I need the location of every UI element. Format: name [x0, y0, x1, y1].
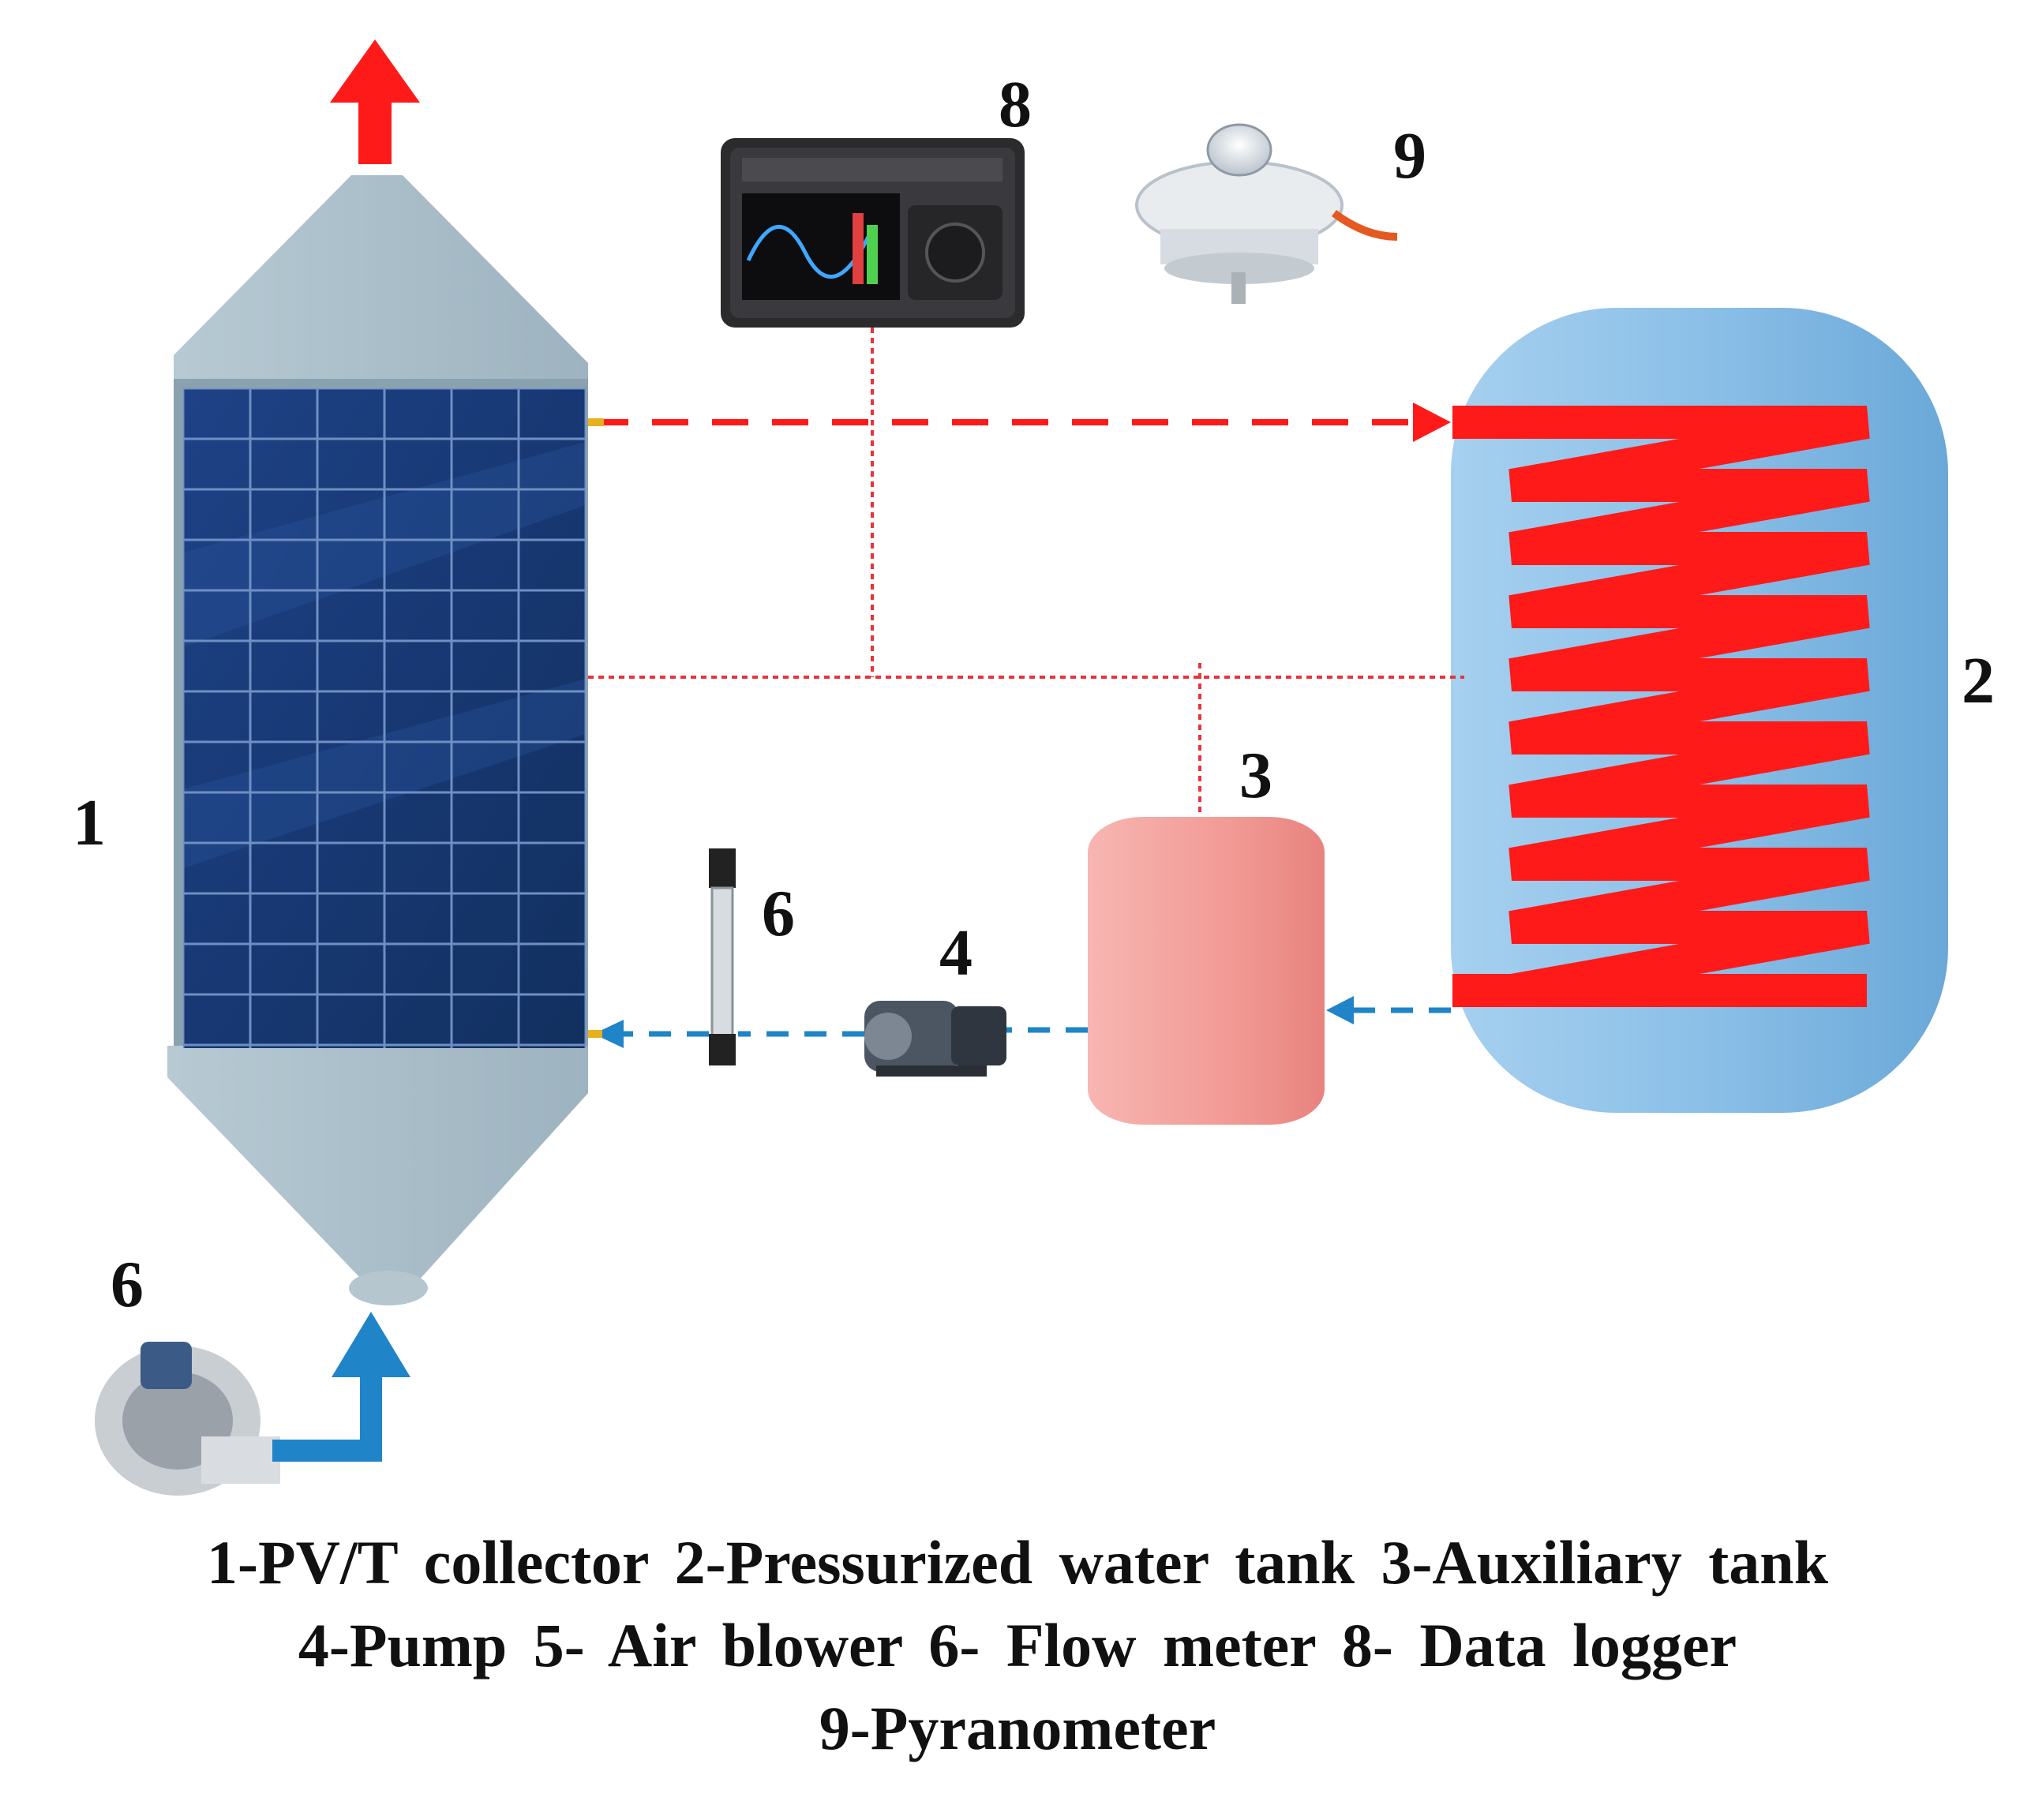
air-blower	[95, 1342, 280, 1496]
flow-meter	[709, 848, 736, 1065]
label-flow-meter: 6	[762, 877, 795, 950]
label-pyranometer: 9	[1393, 119, 1426, 193]
legend-line-1: 1-PV/T collector 2-Pressurized water tan…	[207, 1528, 1828, 1597]
hot-water-line	[588, 403, 1451, 442]
signal-wires	[588, 328, 1464, 817]
air-inlet-arrow	[272, 1312, 410, 1462]
cold-water-line	[588, 996, 1451, 1048]
arrow-up-icon	[330, 39, 420, 164]
legend-line-2: 4-Pump 5- Air blower 6- Flow meter 8- Da…	[298, 1611, 1737, 1680]
pyranometer	[1135, 123, 1398, 304]
heat-exchanger-coil	[1452, 406, 1870, 1007]
pv-cell-grid	[183, 388, 586, 1048]
collector-bottom-nozzle	[349, 1271, 428, 1305]
data-logger	[721, 138, 1025, 328]
legend-line-3: 9-Pyranometer	[819, 1694, 1216, 1762]
pump	[864, 1001, 1006, 1077]
label-water-tank: 2	[1962, 644, 1995, 717]
pressurized-water-tank	[1451, 308, 1948, 1113]
collector-bottom-hood	[167, 1046, 588, 1283]
label-auxiliary-tank: 3	[1239, 739, 1272, 812]
label-air-blower: 6	[111, 1248, 144, 1321]
pvt-collector	[167, 175, 588, 1305]
label-pump: 4	[939, 916, 973, 990]
arrow-up-icon	[332, 1312, 410, 1377]
label-data-logger: 8	[999, 68, 1032, 141]
air-outlet-arrow	[330, 39, 420, 164]
collector-top-hood	[174, 175, 588, 387]
auxiliary-tank	[1088, 817, 1325, 1125]
label-pvt-collector: 1	[73, 786, 106, 859]
